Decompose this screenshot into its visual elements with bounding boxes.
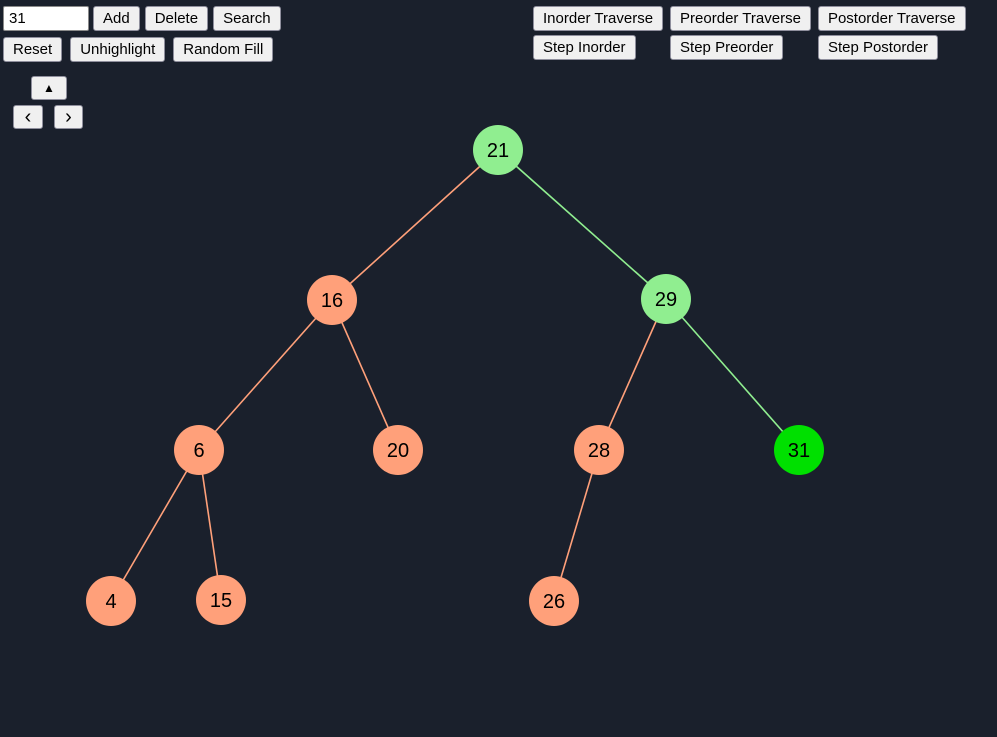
tree-node-circle xyxy=(574,425,624,475)
pan-up-button[interactable]: ▲ xyxy=(31,76,67,100)
tree-node-circle xyxy=(373,425,423,475)
tree-edge-16-6 xyxy=(198,299,333,451)
tree-node-label: 26 xyxy=(543,591,565,613)
tree-node-label: 20 xyxy=(387,440,409,462)
tree-node-label: 4 xyxy=(105,591,116,613)
step-preorder-button[interactable]: Step Preorder xyxy=(670,35,784,60)
tree-edge-29-31 xyxy=(665,298,800,451)
right-arrow-icon: › xyxy=(65,106,72,128)
tree-node-31: 31 xyxy=(774,425,824,475)
tree-edge-16-20 xyxy=(331,299,399,451)
tree-node-label: 21 xyxy=(487,140,509,162)
random-fill-button[interactable]: Random Fill xyxy=(173,37,274,62)
tree-node-label: 29 xyxy=(655,289,677,311)
tree-node-label: 31 xyxy=(788,440,810,462)
pan-right-button[interactable]: › xyxy=(54,105,83,129)
left-arrow-icon: ‹ xyxy=(24,106,32,128)
tree-node-21: 21 xyxy=(473,125,523,175)
tree-edge-6-15 xyxy=(198,449,222,601)
tree-node-circle xyxy=(529,576,579,626)
delete-button[interactable]: Delete xyxy=(144,6,209,31)
tree-node-circle xyxy=(307,275,357,325)
tree-node-circle xyxy=(86,576,136,626)
tree-node-circle xyxy=(473,125,523,175)
tree-node-circle xyxy=(641,274,691,324)
reset-button[interactable]: Reset xyxy=(3,37,63,62)
tree-node-29: 29 xyxy=(641,274,691,324)
inorder-traverse-button[interactable]: Inorder Traverse xyxy=(533,6,664,31)
tree-node-label: 16 xyxy=(321,290,343,312)
tree-node-26: 26 xyxy=(529,576,579,626)
step-inorder-button[interactable]: Step Inorder xyxy=(533,35,636,60)
tree-node-15: 15 xyxy=(196,575,246,625)
tree-edge-28-26 xyxy=(553,449,600,602)
tree-node-20: 20 xyxy=(373,425,423,475)
unhighlight-button[interactable]: Unhighlight xyxy=(70,37,166,62)
tree-node-16: 16 xyxy=(307,275,357,325)
add-button[interactable]: Add xyxy=(93,6,140,31)
toolbar-left-row2: Reset Unhighlight Random Fill xyxy=(3,37,274,62)
search-button[interactable]: Search xyxy=(213,6,281,31)
tree-edge-21-29 xyxy=(497,149,667,300)
tree-node-circle xyxy=(774,425,824,475)
toolbar-left-row1: Add Delete Search xyxy=(93,6,281,31)
tree-node-label: 28 xyxy=(588,440,610,462)
tree-node-label: 15 xyxy=(210,590,232,612)
tree-node-6: 6 xyxy=(174,425,224,475)
tree-edge-21-16 xyxy=(331,149,499,301)
tree-node-circle xyxy=(196,575,246,625)
postorder-traverse-button[interactable]: Postorder Traverse xyxy=(817,6,966,31)
tree-edge-6-4 xyxy=(110,449,200,602)
tree-node-label: 6 xyxy=(193,440,204,462)
toolbar-right: Inorder Traverse Preorder Traverse Posto… xyxy=(533,6,966,60)
step-postorder-button[interactable]: Step Postorder xyxy=(817,35,938,60)
tree-node-circle xyxy=(174,425,224,475)
preorder-traverse-button[interactable]: Preorder Traverse xyxy=(670,6,811,31)
tree-node-4: 4 xyxy=(86,576,136,626)
pan-left-button[interactable]: ‹ xyxy=(13,105,43,129)
up-arrow-icon: ▲ xyxy=(43,80,55,95)
tree-node-28: 28 xyxy=(574,425,624,475)
value-input[interactable] xyxy=(3,6,89,31)
tree-edge-29-28 xyxy=(598,298,667,451)
